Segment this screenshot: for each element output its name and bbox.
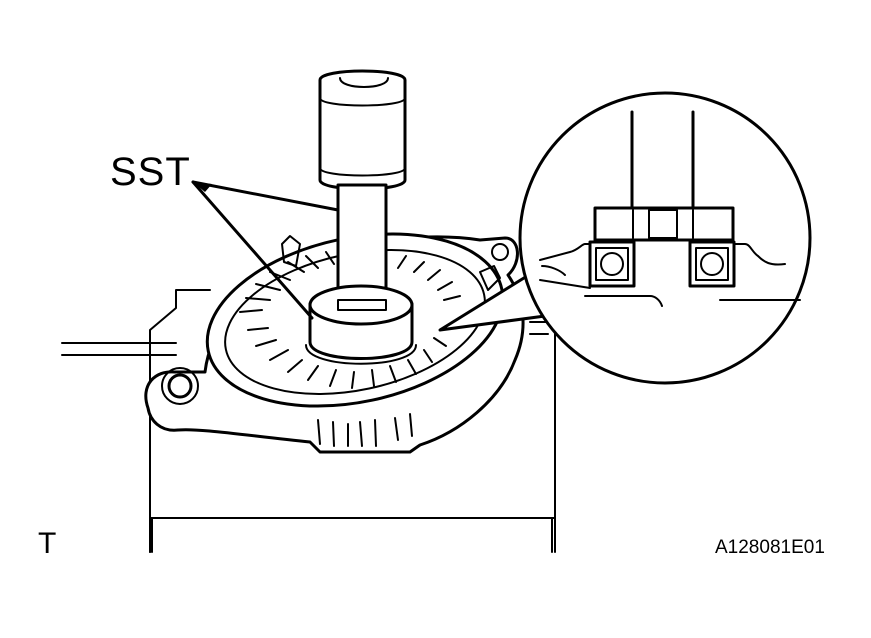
corner-mark: T — [38, 527, 57, 560]
figure-id: A128081E01 — [715, 537, 825, 558]
press-bed — [61, 289, 556, 553]
sst-leader-lines — [191, 180, 340, 320]
detail-magnifier — [518, 91, 812, 385]
sst-tool — [305, 69, 417, 365]
sst-callout-label: SST — [110, 150, 191, 194]
